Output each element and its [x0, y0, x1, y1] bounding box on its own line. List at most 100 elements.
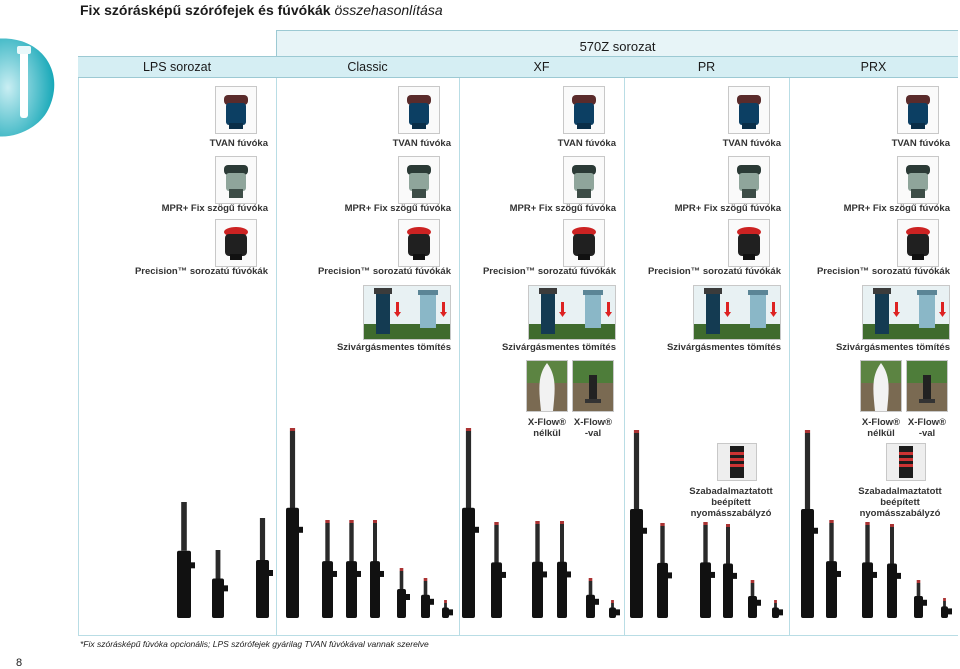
tvan-nozzle-image-classic	[398, 86, 440, 134]
sprinkler-body-pr-19	[699, 522, 715, 618]
sprinkler-body-prx-23	[800, 430, 818, 618]
sprinkler-body-prx-26	[887, 524, 901, 618]
column-xf	[459, 78, 624, 636]
sprinkler-body-pr-20	[723, 524, 737, 618]
mpr-nozzle-image-xf	[563, 156, 605, 204]
seal-image-pr	[693, 285, 781, 340]
column-header-classic: Classic	[347, 60, 388, 74]
column-lps	[78, 78, 276, 636]
xflow-without-line1-xf: X-Flow®	[527, 417, 567, 428]
page-number: 8	[16, 657, 23, 669]
tvan-label-pr: TVAN fúvóka	[722, 138, 781, 149]
column-header-prx: PRX	[860, 60, 887, 74]
xflow-with-line2-prx: -val	[918, 428, 936, 439]
sprinkler-body-classic-14	[557, 521, 571, 618]
column-header-row: LPS sorozat Classic XF PR PRX	[78, 56, 958, 78]
xflow-without-line1-prx: X-Flow®	[861, 417, 901, 428]
sprinkler-body-lps-6	[345, 520, 361, 618]
sprinkler-body-lps-10	[441, 600, 453, 618]
seal-image-xf	[528, 285, 616, 340]
mpr-label-xf: MPR+ Fix szögű fúvóka	[509, 203, 616, 214]
xflow-without-image-prx	[860, 360, 902, 412]
sprinkler-body-lps-5	[321, 520, 337, 618]
seal-label-classic: Szivárgásmentes tömítés	[336, 342, 451, 353]
sprinkler-body-pr-17	[629, 430, 647, 618]
precision-nozzle-image-pr	[728, 219, 770, 267]
sprinkler-body-lps-8	[396, 568, 410, 618]
precision-label-xf: Precision™ sorozatú fúvókák	[482, 266, 616, 277]
sprinkler-body-lps-4	[285, 428, 303, 618]
page-title: Fix szórásképű szórófejek és fúvókák öss…	[80, 2, 443, 18]
precision-nozzle-image-prx	[897, 219, 939, 267]
xflow-with-line1-xf: X-Flow®	[573, 417, 613, 428]
mpr-label-prx: MPR+ Fix szögű fúvóka	[843, 203, 950, 214]
title-bold: Fix szórásképű szórófejek és fúvókák	[80, 2, 331, 18]
precision-nozzle-image-classic	[398, 219, 440, 267]
pressure-regulator-image-prx	[886, 443, 926, 481]
xflow-without-line2-xf: nélkül	[533, 428, 561, 439]
tvan-nozzle-image-xf	[563, 86, 605, 134]
xflow-with-line1-prx: X-Flow®	[907, 417, 947, 428]
sprinkler-body-pr-22	[771, 600, 783, 618]
group-header-570z: 570Z sorozat	[276, 30, 958, 56]
precision-nozzle-image-xf	[563, 219, 605, 267]
mpr-nozzle-image-prx	[897, 156, 939, 204]
seal-image-prx	[862, 285, 950, 340]
pressure-line1-prx: Szabadalmaztatott	[858, 486, 942, 497]
mpr-nozzle-image-classic	[398, 156, 440, 204]
sprinkler-logo-icon	[0, 30, 62, 142]
tvan-label-xf: TVAN fúvóka	[557, 138, 616, 149]
tvan-label-classic: TVAN fúvóka	[392, 138, 451, 149]
sprinkler-body-pr-18	[656, 523, 672, 618]
seal-image-classic	[363, 285, 451, 340]
mpr-label-lps: MPR+ Fix szögű fúvóka	[161, 203, 268, 214]
pressure-line3-pr: nyomásszabályzó	[690, 508, 772, 519]
xflow-with-image-prx	[906, 360, 948, 412]
sprinkler-body-classic-16	[608, 600, 620, 618]
sprinkler-body-lps-1	[177, 502, 195, 618]
mpr-nozzle-image-lps	[215, 156, 257, 204]
precision-nozzle-image-lps	[215, 219, 257, 267]
xflow-with-image-xf	[572, 360, 614, 412]
tvan-nozzle-image-lps	[215, 86, 257, 134]
tvan-nozzle-image-pr	[728, 86, 770, 134]
xflow-without-label-prx: X-Flow®nélkül	[858, 417, 904, 439]
table-bottom-border	[78, 635, 958, 636]
seal-label-xf: Szivárgásmentes tömítés	[501, 342, 616, 353]
sprinkler-body-pr-21	[747, 580, 761, 618]
tvan-nozzle-image-prx	[897, 86, 939, 134]
column-prx	[789, 78, 958, 636]
column-pr	[624, 78, 789, 636]
sprinkler-body-prx-24	[825, 520, 841, 618]
sprinkler-body-prx-25	[861, 522, 877, 618]
sprinkler-body-prx-27	[913, 580, 927, 618]
mpr-label-pr: MPR+ Fix szögű fúvóka	[674, 203, 781, 214]
precision-label-lps: Precision™ sorozatú fúvókák	[134, 266, 268, 277]
xflow-without-image-xf	[526, 360, 568, 412]
column-classic	[276, 78, 459, 636]
footnote: *Fix szórásképű fúvóka opcionális; LPS s…	[80, 639, 429, 649]
pressure-line1-pr: Szabadalmaztatott	[689, 486, 773, 497]
sprinkler-body-classic-13	[531, 521, 547, 618]
precision-label-prx: Precision™ sorozatú fúvókák	[816, 266, 950, 277]
title-italic: összehasonlítása	[334, 2, 443, 18]
column-header-lps: LPS sorozat	[142, 60, 212, 74]
column-header-pr: PR	[697, 60, 716, 74]
mpr-nozzle-image-pr	[728, 156, 770, 204]
sprinkler-body-lps-2	[212, 550, 228, 618]
xflow-without-label-xf: X-Flow®nélkül	[524, 417, 570, 439]
column-header-xf: XF	[533, 60, 550, 74]
sprinkler-body-prx-28	[940, 598, 952, 618]
sprinkler-body-lps-7	[370, 520, 384, 618]
xflow-with-label-xf: X-Flow®-val	[570, 417, 616, 439]
pressure-regulator-image-pr	[717, 443, 757, 481]
sprinkler-body-classic-12	[490, 522, 506, 618]
sprinkler-body-lps-3	[255, 518, 273, 618]
sprinkler-body-classic-15	[585, 578, 599, 618]
mpr-label-classic: MPR+ Fix szögű fúvóka	[344, 203, 451, 214]
comparison-table: 570Z sorozat LPS sorozat Classic XF PR P…	[78, 30, 958, 636]
pressure-line2-pr: beépített	[711, 497, 751, 508]
xflow-without-line2-prx: nélkül	[867, 428, 895, 439]
